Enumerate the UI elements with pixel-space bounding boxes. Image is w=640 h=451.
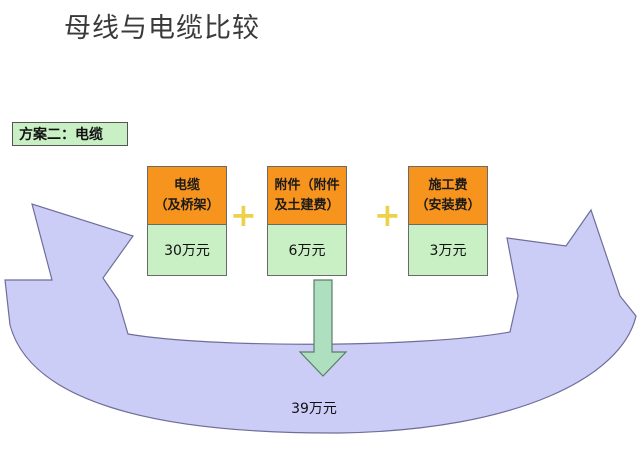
plus-icon: + — [230, 196, 257, 234]
cost-box-accessories: 附件（附件 及土建费） 6万元 — [267, 166, 347, 276]
curved-arrow — [4, 203, 637, 434]
cost-box-head-line: （安装费） — [415, 197, 481, 213]
cost-box-value: 30万元 — [148, 225, 226, 275]
plus-icon: + — [374, 196, 401, 234]
total-label: 39万元 — [291, 401, 337, 417]
cost-box-construction: 施工费 （安装费） 3万元 — [408, 166, 488, 276]
cost-box-head: 电缆 （及桥架） — [148, 167, 226, 225]
down-arrow — [298, 279, 348, 377]
cost-box-cable: 电缆 （及桥架） 30万元 — [147, 166, 227, 276]
page-title: 母线与电缆比较 — [64, 13, 260, 44]
cost-box-head-line: 及土建费） — [274, 197, 340, 213]
cost-box-head-line: 施工费 — [428, 177, 468, 193]
scheme-label: 方案二：电缆 — [12, 122, 128, 146]
cost-box-head: 施工费 （安装费） — [409, 167, 487, 225]
cost-box-head-line: 附件（附件 — [274, 177, 340, 193]
cost-box-value: 6万元 — [268, 225, 346, 275]
cost-box-value: 3万元 — [409, 225, 487, 275]
cost-box-head-line: 电缆 — [173, 177, 200, 193]
cost-box-head-line: （及桥架） — [154, 197, 220, 213]
cost-box-head: 附件（附件 及土建费） — [268, 167, 346, 225]
